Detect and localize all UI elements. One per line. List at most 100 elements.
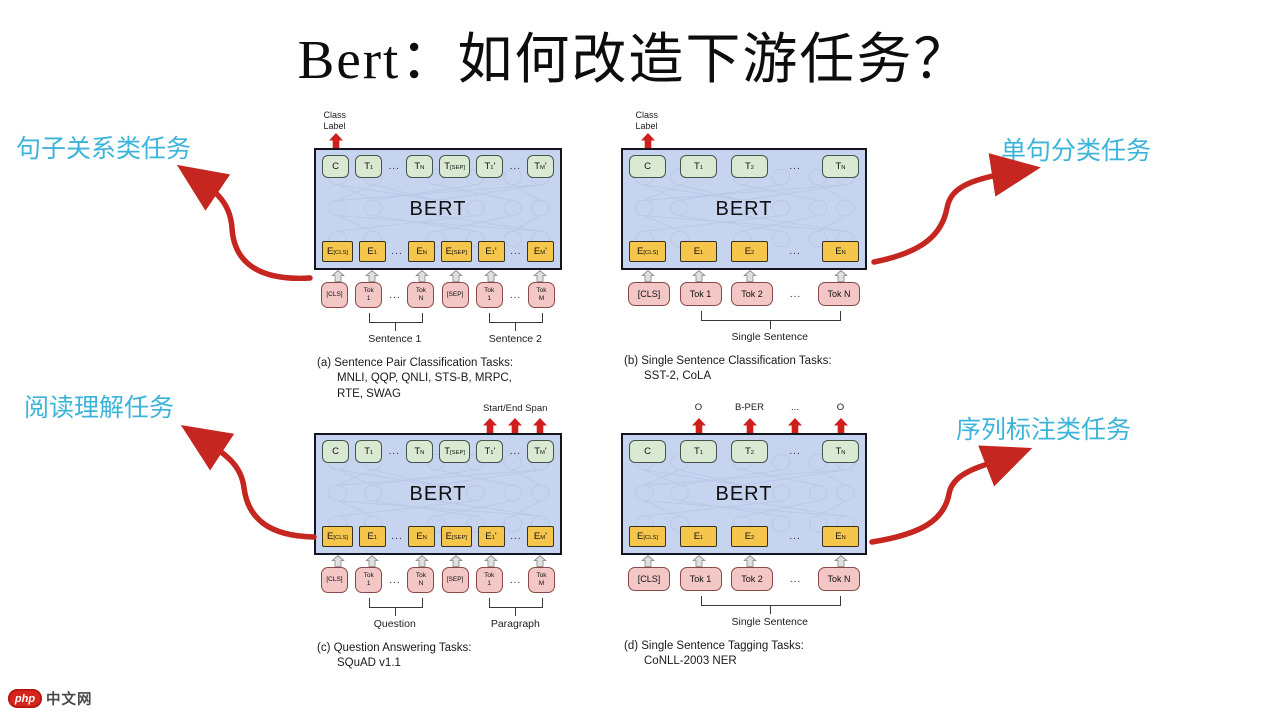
output-arrow — [742, 418, 757, 435]
caption-line: RTE, SWAG — [337, 387, 401, 400]
token-line: N — [418, 580, 424, 587]
input-up-arrow — [365, 270, 380, 282]
gray-up-arrow-icon — [365, 555, 380, 567]
gray-up-arrow-icon — [691, 270, 706, 282]
bracket-label: Paragraph — [490, 618, 540, 630]
ellipsis: ... — [789, 446, 801, 457]
token-line: Tok N — [827, 573, 851, 584]
token-pink: [CLS] — [628, 567, 670, 591]
input-up-arrow — [640, 555, 655, 567]
input-up-arrow — [533, 555, 548, 567]
red-curved-arrow-d — [869, 445, 1033, 545]
bracket — [700, 311, 841, 321]
output-arrow — [833, 418, 848, 435]
token-line: [CLS] — [637, 573, 661, 584]
token-green: C — [322, 440, 349, 463]
input-up-arrow — [833, 555, 848, 567]
token-pink: Tok 1 — [679, 567, 722, 591]
bracket-label: Sentence 2 — [488, 333, 542, 345]
input-arrows-row — [314, 555, 562, 567]
output-arrow — [508, 418, 523, 435]
bracket-label: Single Sentence — [731, 331, 808, 343]
bracket — [489, 598, 544, 608]
token-yellow: E[CLS] — [629, 526, 666, 547]
output-arrow — [691, 418, 706, 435]
token-line: [CLS] — [637, 288, 661, 299]
label-sentence-relation-tasks: 句子关系类任务 — [16, 136, 192, 163]
input-arrows-row — [621, 270, 867, 282]
class-label-line: Label — [323, 120, 346, 131]
bracket-label: Single Sentence — [731, 616, 808, 628]
caption-line: SQuAD v1.1 — [337, 657, 401, 670]
token-line: [CLS] — [326, 575, 343, 583]
token-line: Tok — [363, 571, 374, 579]
gray-up-arrow-icon — [742, 555, 757, 567]
token-line: N — [418, 295, 424, 302]
token-line: M — [538, 295, 545, 302]
output-tag-label: B-PER — [734, 402, 765, 413]
token-yellow: E[CLS] — [322, 526, 353, 547]
gray-up-arrow-icon — [533, 270, 548, 282]
class-label-line: Class — [635, 110, 659, 120]
input-up-arrow — [640, 270, 655, 282]
ellipsis: ... — [509, 161, 522, 172]
gray-up-arrow-icon — [742, 270, 757, 282]
gray-up-arrow-icon — [449, 555, 464, 567]
token-line: Tok N — [827, 288, 851, 299]
bracket-tick — [769, 320, 771, 329]
ellipsis: ... — [789, 531, 801, 542]
token-line: [CLS] — [326, 290, 343, 298]
bracket-tick — [515, 322, 517, 331]
output-arrow — [482, 418, 497, 435]
token-green: C — [629, 440, 666, 463]
gray-up-arrow-icon — [483, 270, 499, 282]
token-green: C — [629, 155, 666, 178]
ellipsis: ... — [509, 574, 522, 586]
output-tag-label: O — [836, 402, 845, 413]
class-label-arrow — [328, 133, 343, 150]
gray-up-arrow-icon — [330, 270, 345, 282]
label-single-sentence-classification-tasks: 单句分类任务 — [1001, 138, 1152, 165]
red-up-arrow-icon — [328, 133, 343, 150]
token-line: Tok — [415, 571, 426, 579]
caption: (d) Single Sentence Tagging Tasks:CoNLL-… — [621, 639, 867, 670]
gray-up-arrow-icon — [330, 555, 345, 567]
bracket-area: Single Sentence — [621, 591, 867, 632]
token-line: Tok 1 — [689, 288, 712, 299]
ellipsis: ... — [509, 446, 522, 457]
gray-up-arrow-icon — [365, 270, 380, 282]
token-yellow: E[CLS] — [322, 241, 353, 262]
token-line: [SEP] — [446, 290, 464, 298]
red-up-arrow-icon — [742, 418, 757, 435]
bracket — [489, 313, 544, 323]
caption: (b) Single Sentence Classification Tasks… — [621, 354, 867, 385]
label-sequence-tagging-tasks: 序列标注类任务 — [956, 417, 1132, 444]
ellipsis: ... — [391, 246, 403, 257]
input-up-arrow — [330, 555, 345, 567]
token-line: 1 — [487, 295, 492, 302]
red-up-arrow-icon — [640, 133, 655, 150]
bert-label: BERT — [409, 198, 467, 220]
class-label-line: Label — [635, 120, 658, 131]
input-up-arrow — [414, 555, 429, 567]
token-yellow: E[SEP] — [440, 526, 472, 547]
bracket — [700, 596, 841, 606]
red-up-arrow-icon — [788, 418, 802, 435]
